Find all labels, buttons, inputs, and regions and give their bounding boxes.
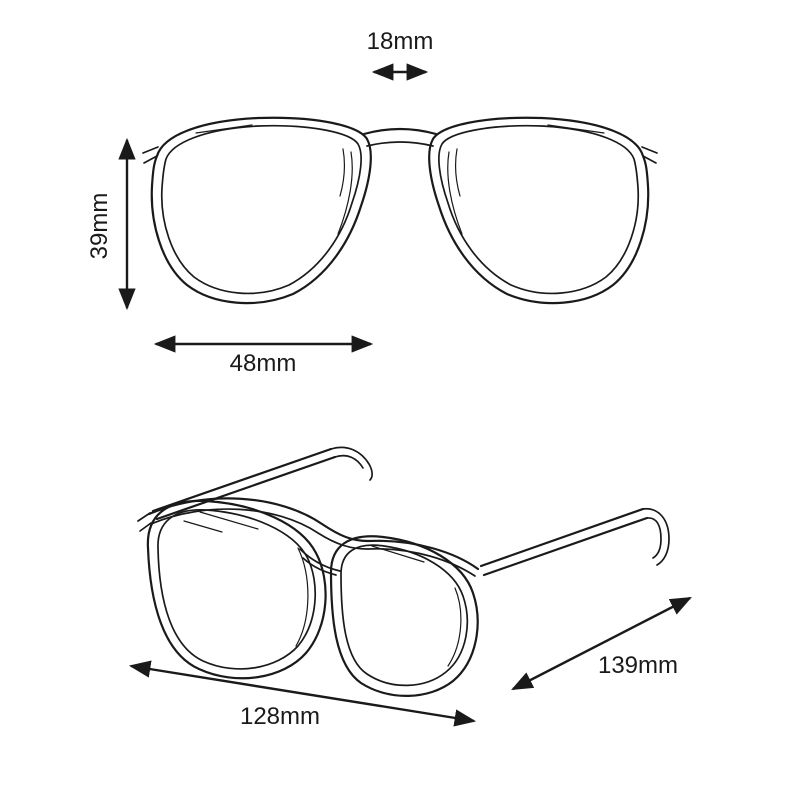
perspective-far-temple	[479, 507, 649, 577]
front-dimension-arrows	[118, 63, 429, 353]
perspective-dimension-arrows	[128, 596, 692, 727]
front-bridge-top-bar	[362, 127, 438, 136]
frame-width-label: 128mm	[239, 703, 321, 730]
front-left-endpiece	[142, 146, 159, 164]
front-right-lens-outer	[428, 116, 650, 305]
perspective-brow-bar-bottom	[150, 508, 476, 577]
temple-length-label: 139mm	[597, 652, 679, 679]
perspective-far-lens-outer	[329, 535, 479, 697]
perspective-far-lens-inner	[340, 544, 469, 687]
front-left-lens-inner	[160, 124, 362, 295]
perspective-hinge-tab	[137, 512, 152, 532]
perspective-near-temple-tip	[330, 446, 373, 481]
lens-width-label: 48mm	[229, 350, 297, 377]
bridge-width-label: 18mm	[366, 28, 434, 55]
perspective-near-temple	[151, 447, 337, 521]
front-left-lens-reflection	[195, 124, 353, 235]
perspective-nose-bridge	[299, 548, 341, 576]
perspective-near-lens-reflection	[183, 511, 309, 647]
perspective-far-lens-reflection	[371, 545, 462, 667]
perspective-near-lens-outer	[146, 499, 327, 680]
perspective-far-temple-tip	[642, 508, 670, 566]
front-right-endpiece	[641, 146, 658, 164]
frame-width-arrow	[128, 660, 477, 727]
perspective-near-lens-inner	[157, 509, 317, 670]
perspective-brow-bar-top	[147, 497, 480, 571]
temple-length-arrow	[511, 596, 692, 691]
front-bridge-bottom-bar	[366, 141, 434, 147]
front-view-drawing	[142, 116, 658, 305]
lens-height-label: 39mm	[86, 192, 113, 260]
front-right-lens-inner	[438, 124, 640, 295]
front-left-lens-outer	[150, 116, 372, 305]
front-right-lens-reflection	[447, 124, 605, 235]
